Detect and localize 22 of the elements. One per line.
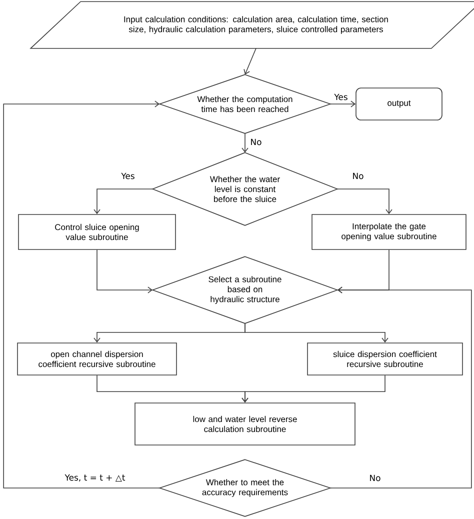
process-box: Interpolate the gate opening value subroutine: [312, 214, 466, 250]
arrow: [242, 133, 248, 153]
edge-label: Yes: [120, 172, 136, 180]
edge-label: No: [368, 474, 382, 482]
arrow: [94, 188, 153, 214]
process-box: low and water level reverse calculation subroutine: [134, 402, 356, 446]
arrow: [244, 323, 388, 343]
edge-label: No: [249, 138, 263, 146]
edge-label: Yes: [333, 92, 349, 102]
edge-label: No: [351, 172, 365, 180]
process-box: open channel dispersion coefficient recursive subroutine: [17, 342, 177, 376]
terminal-box: output: [356, 88, 442, 120]
arrow: [3, 100, 160, 488]
arrow: [96, 250, 153, 294]
arrow: [242, 375, 386, 403]
arrow: [244, 48, 256, 75]
process-box: Control sluice opening value subroutine: [18, 214, 176, 250]
edge-label: Yes, t = t + △t: [64, 473, 126, 483]
arrow: [330, 286, 472, 488]
arrow: [337, 188, 392, 214]
process-box: sluice dispersion coefficient recursive subroutine: [307, 342, 463, 376]
arrow: [330, 100, 356, 108]
